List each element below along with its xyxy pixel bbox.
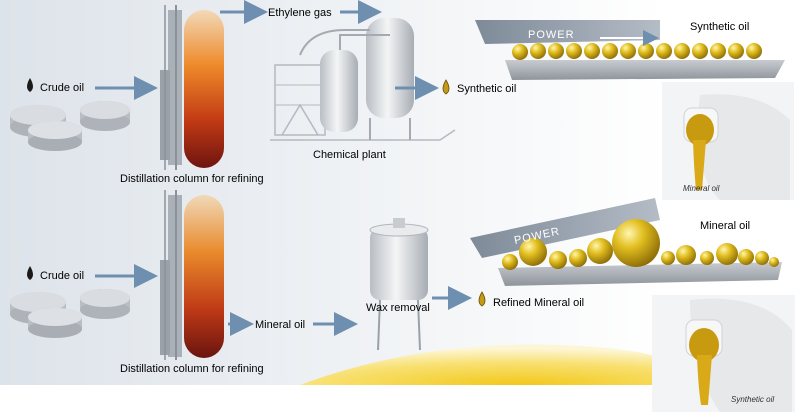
synthetic-oil-photo [652,295,795,412]
golden-oil-drop-icon [442,79,450,95]
power-label-top: POWER [528,29,575,41]
mineral-oil-power-panel [470,198,782,286]
mineral-oil-panel-title: Mineral oil [700,220,750,232]
oil-drop-icon [27,266,33,280]
mineral-oil-molecules [502,219,779,270]
crude-oil-label-top: Crude oil [40,82,84,94]
wax-removal-tank [369,218,429,351]
golden-oil-drop-icon [478,291,486,307]
crude-oil-tanks-bottom [10,289,130,338]
chemical-plant [270,18,456,141]
synthetic-oil-label-top: Synthetic oil [457,83,516,95]
refined-mineral-oil-label: Refined Mineral oil [493,297,584,309]
ethylene-gas-label: Ethylene gas [268,7,332,19]
oil-pool [300,344,665,385]
wax-removal-label: Wax removal [366,302,430,314]
chemical-plant-label: Chemical plant [313,149,386,161]
mineral-oil-label: Mineral oil [255,319,305,331]
synthetic-oil-molecules [512,43,762,60]
synthetic-oil-power-panel [475,20,785,80]
mineral-oil-photo [662,82,794,200]
oil-drop-icon [27,78,33,92]
distillation-column-top [160,5,224,170]
column-caption-top: Distillation column for refining [120,173,264,185]
crude-oil-tanks-top [10,101,130,151]
crude-oil-label-bottom: Crude oil [40,270,84,282]
column-caption-bottom: Distillation column for refining [120,363,264,375]
synthetic-oil-photo-caption: Synthetic oil [731,395,774,404]
distillation-column-bottom [160,190,224,360]
synthetic-oil-panel-title: Synthetic oil [690,21,749,33]
mineral-oil-photo-caption: Mineral oil [683,184,720,193]
